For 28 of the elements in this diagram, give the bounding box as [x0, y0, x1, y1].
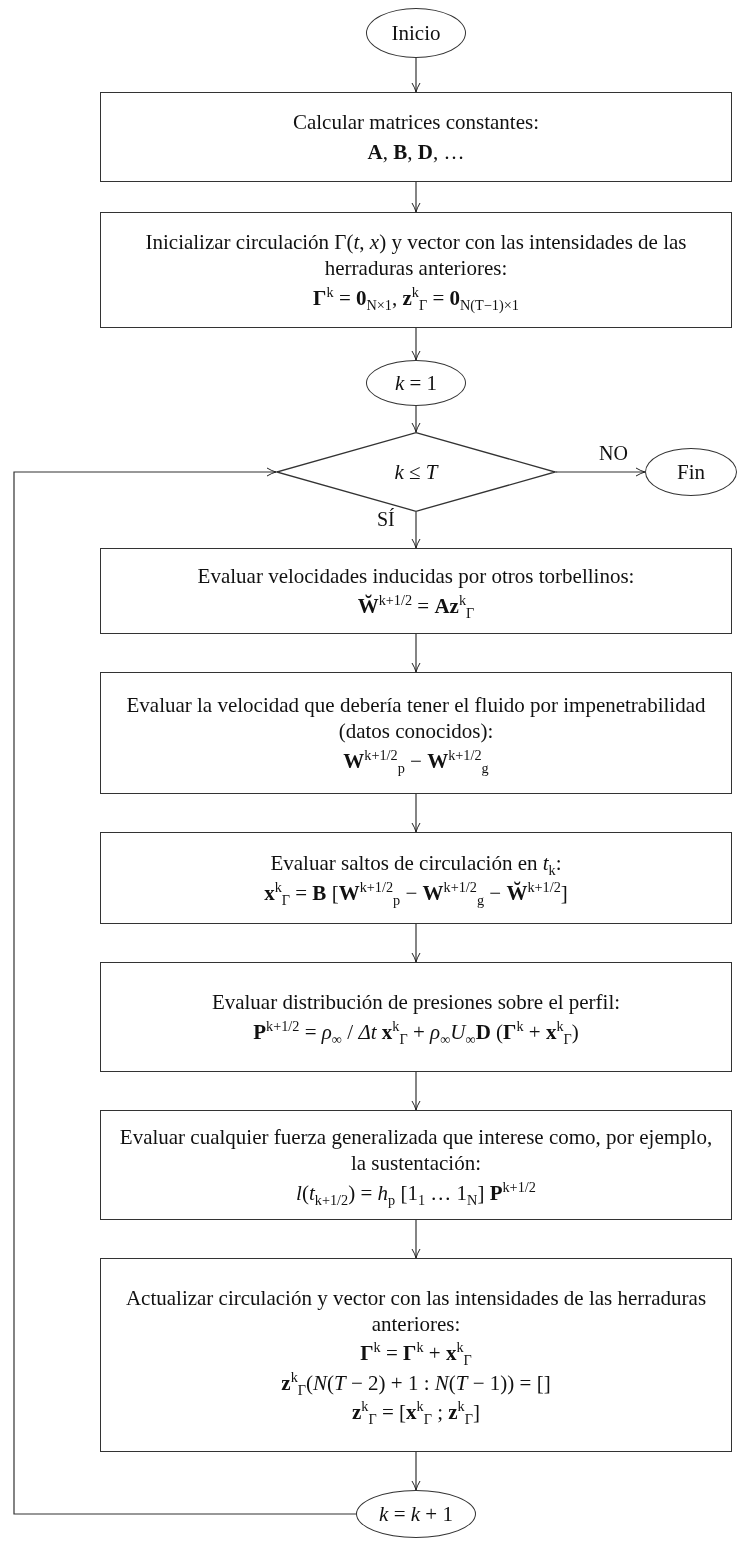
step-text: Actualizar circulación y vector con las intensidades de las herraduras anteriores:: [124, 1284, 708, 1338]
step-text: Evaluar velocidades inducidas por otros torbellinos:: [197, 563, 635, 590]
process-box: [100, 212, 732, 328]
step-text: Evaluar la velocidad que debería tener el fluido por impenetrabilidad (datos conocidos):: [125, 692, 707, 745]
formula-text: A, B, D, …: [367, 138, 465, 165]
step-text: k ≤ T: [394, 458, 438, 486]
step-text: Evaluar saltos de circulación en t$_{k}$:: [270, 850, 562, 877]
formula-text: z$^{k}$$_{Γ}$ = [x$^{k}$$_{Γ}$ ; z$^{k}$$_{Γ}$]: [352, 1398, 480, 1426]
step-text: Fin: [677, 458, 705, 486]
step-text: Evaluar cualquier fuerza generalizada que interese como, por ejemplo, la sustentación:: [118, 1124, 714, 1177]
step-text: Evaluar distribución de presiones sobre el perfil:: [211, 989, 621, 1016]
step-text: Inicializar circulación Γ(t, x) y vector con las intensidades de las herraduras anteriores:: [144, 229, 688, 282]
step-text: k = k + 1: [379, 1500, 453, 1528]
formula-text: P$^{k+1/2}$ = ρ$_{∞}$ / Δt x$^{k}$$_{Γ}$ + ρ$_{∞}$U$_{∞}$D (Γ$^{k}$ + x$^{k}$$_{Γ}$): [253, 1018, 579, 1045]
step-text: k = 1: [394, 369, 438, 397]
process-box: [100, 548, 732, 634]
process-box: [100, 92, 732, 182]
formula-text: x$^{k}$$_{Γ}$ = B [W$^{k+1/2}$$_{p}$ − W$^{k+1/2}$$_{g}$ − W̆$^{k+1/2}$]: [264, 879, 568, 906]
process-box: [100, 1110, 732, 1220]
process-box: [100, 672, 732, 794]
formula-text: Γ$^{k}$ = 0$_{N×1}$, z$^{k}$$_{Γ}$ = 0$_{N(T−1)×1}$: [313, 284, 519, 311]
step-text: Inicio: [391, 19, 441, 47]
process-box: [100, 1258, 732, 1452]
step-text: Calcular matrices constantes:: [292, 109, 540, 136]
process-box: [100, 832, 732, 924]
formula-text: l(t$_{k+1/2}$) = h$_{p}$ [1$_{1}$ … 1$_{N}$] P$^{k+1/2}$: [296, 1179, 536, 1206]
formula-text: z$^{k}$$_{Γ}$(N(T − 2) + 1 : N(T − 1)) = []: [281, 1369, 551, 1396]
process-box: [100, 962, 732, 1072]
